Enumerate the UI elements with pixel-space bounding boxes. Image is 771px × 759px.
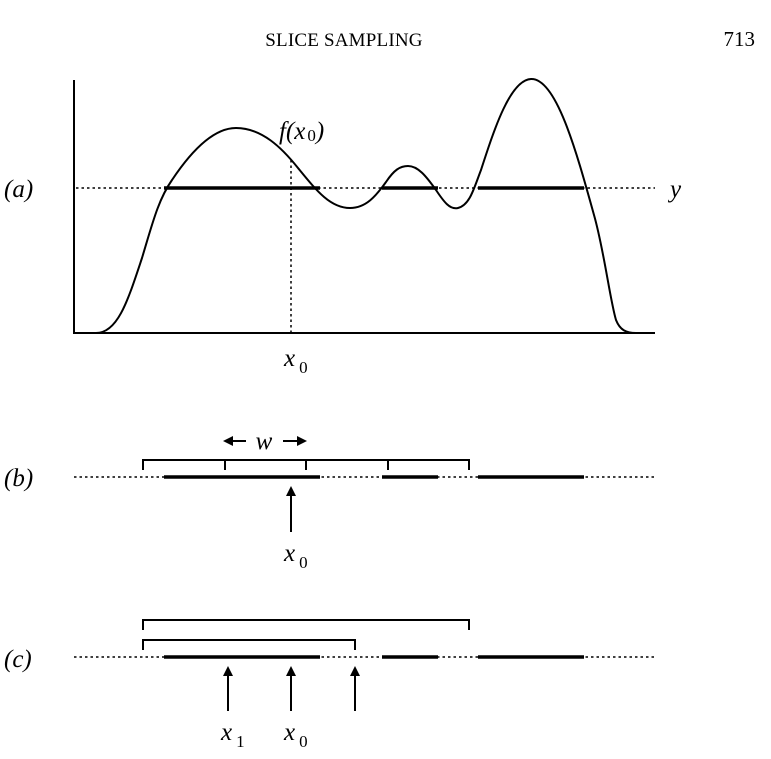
shrunk-interval-bracket: [142, 639, 356, 650]
w-label: w: [256, 428, 273, 455]
panel-b-label: (b): [4, 465, 33, 492]
outer-interval-bracket: [142, 619, 470, 630]
panel-a-label: (a): [4, 176, 33, 203]
y-label: y: [667, 176, 682, 203]
density-curve: [95, 77, 637, 334]
panel-c-label: (c): [4, 646, 32, 673]
header-title: SLICE SAMPLING: [265, 30, 423, 51]
page-number: 713: [724, 27, 756, 51]
